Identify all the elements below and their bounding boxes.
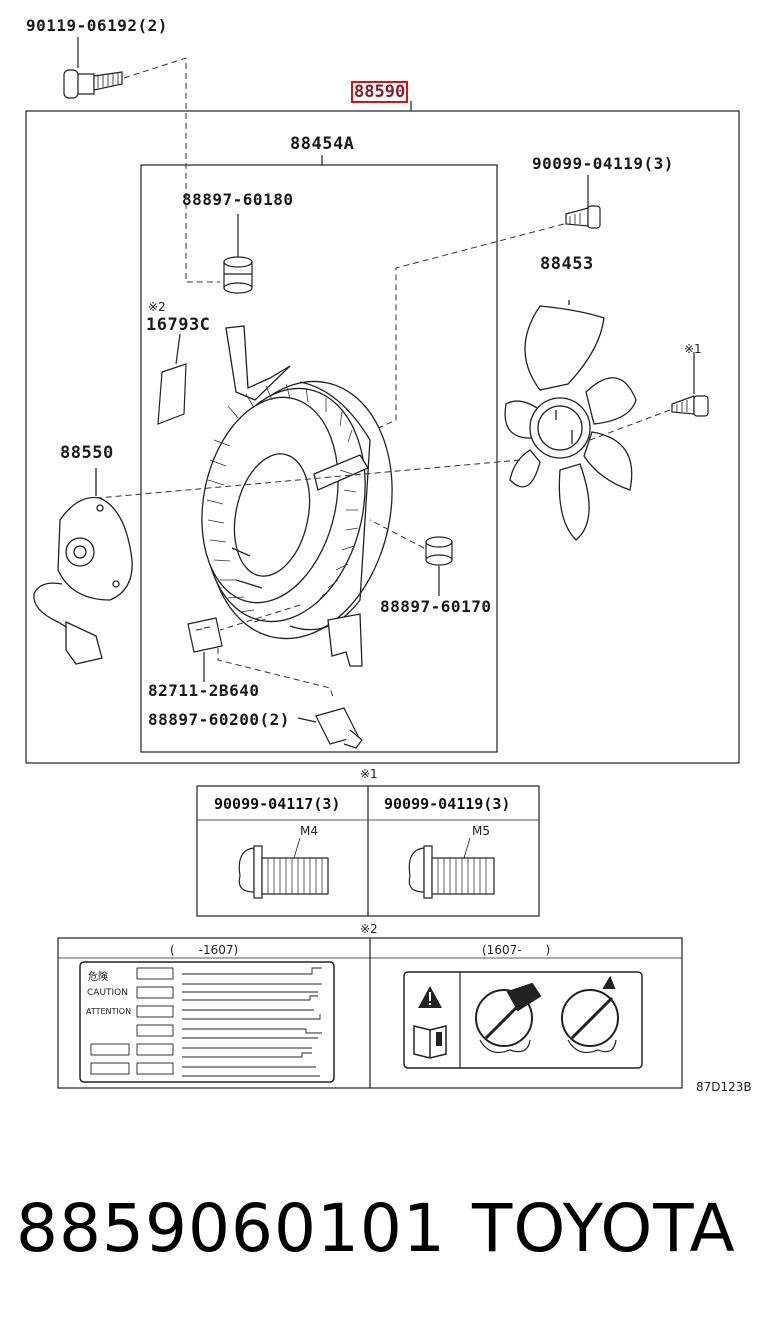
fan-blade-drawing	[504, 300, 637, 541]
label-table	[57, 937, 683, 1089]
label-fan[interactable]: 88453	[540, 254, 594, 274]
table1-col2-part[interactable]: 90099-04119(3)	[384, 795, 511, 813]
table2-mark: ※2	[360, 922, 378, 936]
connector-icon	[187, 617, 223, 682]
fan-shroud-drawing	[201, 325, 393, 667]
fan-motor-drawing	[33, 468, 133, 665]
label-bolt[interactable]: 90119-06192(2)	[26, 16, 168, 35]
note1-mark: ※1	[684, 342, 702, 356]
label-clip[interactable]: 88897-60200(2)	[148, 710, 290, 729]
bolt-icon	[63, 37, 123, 99]
screw-icon	[565, 175, 601, 229]
screw-table	[196, 785, 540, 917]
no-hand-icon	[475, 982, 542, 1053]
table1-col2-size: M5	[472, 824, 490, 838]
table1-col1-size: M4	[300, 824, 318, 838]
caution-label-icon	[157, 333, 187, 425]
table2-col2-header: (1607- )	[482, 943, 551, 957]
warning-word-caution: CAUTION	[87, 988, 128, 998]
label-grommet-right[interactable]: 88897-60170	[380, 597, 492, 616]
footer-part-number: 8859060101	[16, 1190, 446, 1267]
footer-brand: TOYOTA	[472, 1190, 736, 1267]
label-grommet-top[interactable]: 88897-60180	[182, 190, 294, 209]
warning-triangle-icon	[418, 986, 442, 1008]
manual-book-icon	[413, 1025, 447, 1059]
shroud-fins	[206, 383, 359, 623]
table1-mark: ※1	[360, 767, 378, 781]
screw-icon	[671, 352, 709, 417]
note2-mark: ※2	[148, 300, 166, 314]
clip-icon	[297, 707, 363, 749]
label-screw-top[interactable]: 90099-04119(3)	[532, 154, 674, 173]
warning-word-attention: ATTENTION	[86, 1007, 132, 1016]
screw-m4-icon	[238, 837, 329, 899]
label-shroud[interactable]: 88454A	[290, 134, 355, 154]
table1-col1-part[interactable]: 90099-04117(3)	[214, 795, 341, 813]
label-assembly[interactable]: 88590	[351, 81, 409, 103]
screw-m5-icon	[408, 837, 495, 899]
shroud-box	[140, 164, 498, 753]
warning-word-danger: 危険	[88, 972, 108, 983]
grommet-icon	[223, 214, 253, 294]
assembly-box	[25, 110, 740, 764]
label-connector[interactable]: 82711-2B640	[148, 681, 260, 700]
warning-text-lines	[90, 967, 322, 1077]
diagram-code: 87D123B	[696, 1080, 752, 1094]
grommet-icon	[425, 536, 453, 596]
no-fan-touch-icon	[561, 975, 619, 1053]
table2-col1-header: ( -1607)	[170, 943, 239, 957]
label-caution[interactable]: 16793C	[146, 315, 211, 335]
label-motor[interactable]: 88550	[60, 443, 114, 463]
